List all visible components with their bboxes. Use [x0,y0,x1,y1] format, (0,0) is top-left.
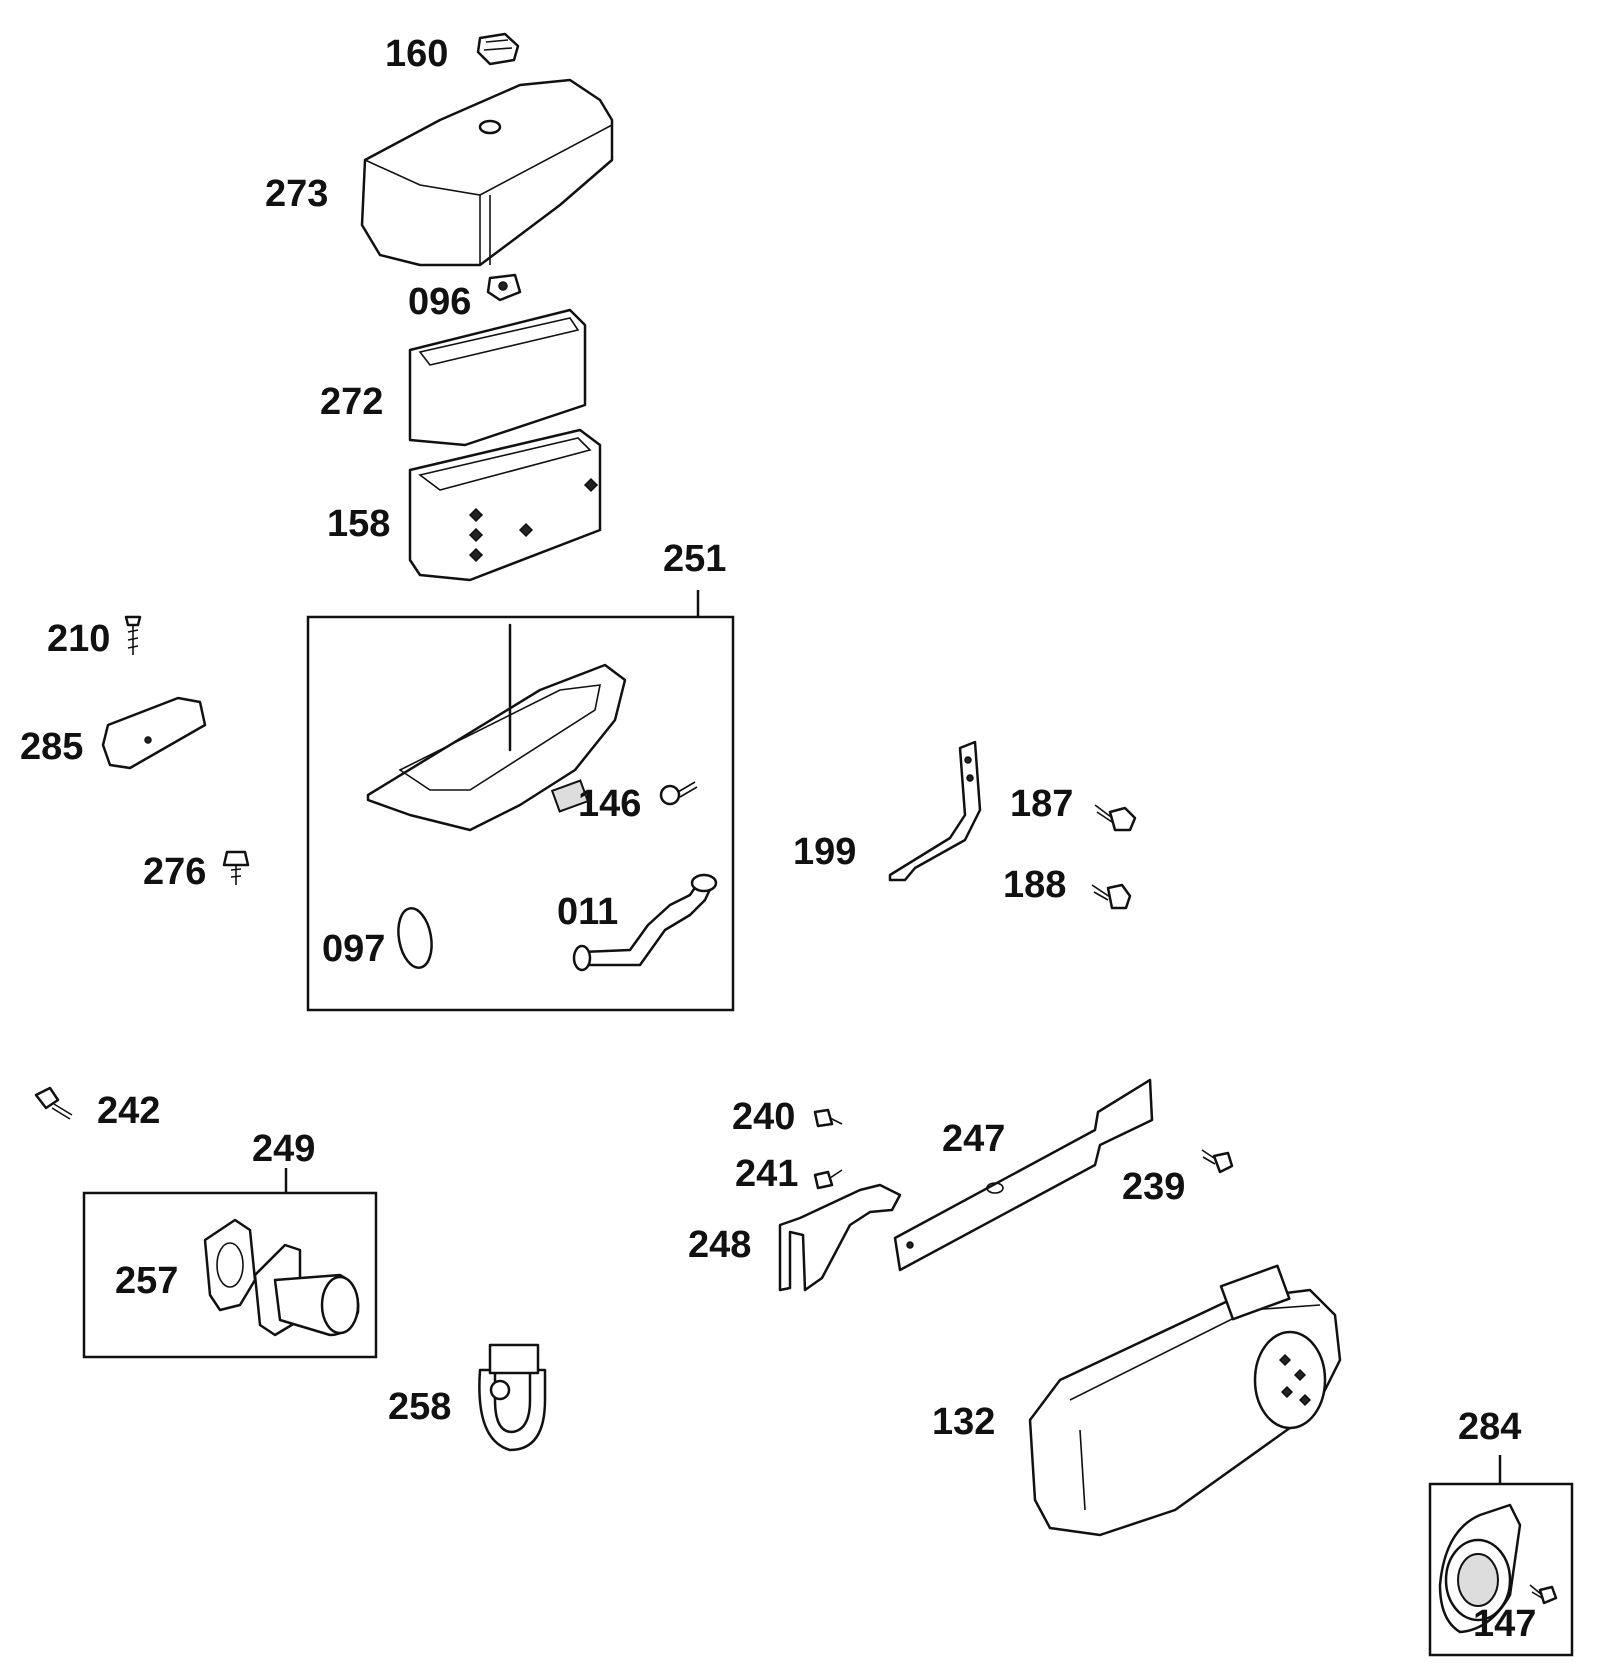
label-276: 276 [143,851,207,893]
kit-251-box [306,615,735,1012]
part-241-screw [813,1169,843,1190]
label-285: 285 [20,726,84,768]
part-276-bolt [222,850,250,885]
part-158-filter [408,428,602,582]
label-247: 247 [942,1118,1006,1160]
label-257: 257 [115,1260,179,1302]
label-251: 251 [663,538,727,580]
part-251-base [366,623,627,832]
part-147-screw [1529,1584,1558,1605]
label-011: 011 [557,891,619,933]
label-158: 158 [327,503,391,545]
label-132: 132 [932,1401,996,1443]
label-199: 199 [793,831,857,873]
part-210-screw [124,615,142,655]
part-285-bracket [101,696,207,770]
label-147: 147 [1473,1603,1537,1645]
label-096: 096 [408,281,472,323]
part-248-bracket [778,1183,902,1292]
label-249: 249 [252,1128,316,1170]
part-239-screw [1201,1149,1234,1174]
part-188-screw [1091,883,1132,910]
label-210: 210 [47,618,111,660]
label-097: 097 [322,928,386,970]
label-273: 273 [265,173,329,215]
label-160: 160 [385,33,449,75]
part-257-gasket [203,1218,257,1312]
label-239: 239 [1122,1166,1186,1208]
label-240: 240 [732,1096,796,1138]
label-188: 188 [1003,864,1067,906]
label-248: 248 [688,1224,752,1266]
part-249-flange-pipe [253,1243,360,1337]
label-258: 258 [388,1386,452,1428]
kit-249-box [82,1191,378,1359]
part-011-tube [572,873,718,972]
label-146: 146 [578,783,642,825]
part-240-screw [813,1108,843,1128]
part-199-bracket [888,740,982,882]
label-284: 284 [1458,1406,1522,1448]
label-187: 187 [1010,783,1074,825]
part-187-screw [1094,804,1137,832]
part-242-bolt [34,1086,73,1120]
part-096-grommet [486,273,522,302]
part-284-deflector [1438,1503,1522,1634]
part-273-cover [360,78,614,267]
part-258-clamp [478,1343,547,1452]
part-272-precleaner [408,308,587,447]
label-241: 241 [735,1153,799,1195]
part-146-screw [659,781,698,806]
part-132-muffler [1028,1264,1342,1537]
part-097-oring [397,907,433,969]
label-242: 242 [97,1090,161,1132]
label-272: 272 [320,381,384,423]
part-247-strap [893,1078,1154,1272]
part-160-knob [476,32,520,66]
